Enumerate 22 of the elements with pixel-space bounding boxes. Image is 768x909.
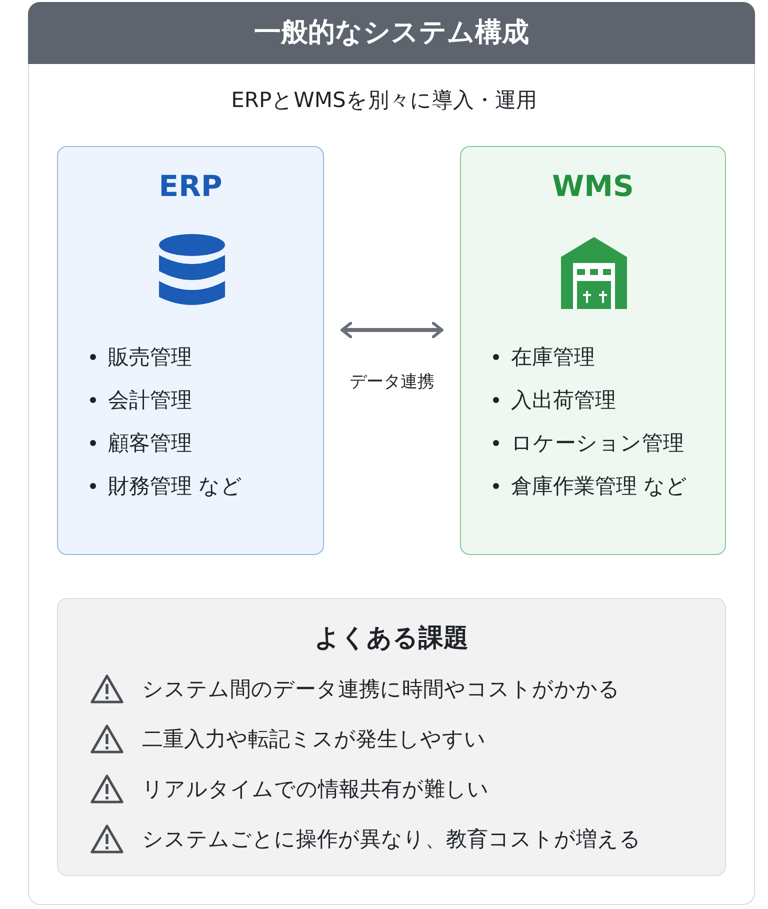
issue-item: リアルタイムでの情報共有が難しい bbox=[142, 776, 489, 803]
list-item: 販売管理 bbox=[108, 344, 192, 371]
box-heading: ERP bbox=[158, 169, 224, 203]
list-item: 在庫管理 bbox=[511, 344, 595, 371]
system-box bbox=[57, 146, 324, 555]
issues-panel bbox=[57, 598, 726, 876]
edge-label: データ連携 bbox=[348, 371, 436, 393]
list-item: 財務管理 など bbox=[108, 473, 243, 500]
list-item: 顧客管理 bbox=[108, 430, 192, 457]
list-item: 入出荷管理 bbox=[511, 387, 616, 414]
subtitle: ERPとWMSを別々に導入・運用 bbox=[230, 87, 538, 114]
double-arrow bbox=[340, 322, 444, 338]
title-bar: 一般的なシステム構成 bbox=[28, 2, 755, 64]
system-box bbox=[460, 146, 726, 555]
issue-item: 二重入力や転記ミスが発生しやすい bbox=[142, 726, 486, 753]
box-heading: WMS bbox=[551, 169, 635, 203]
list-item: 会計管理 bbox=[108, 387, 192, 414]
panel-heading: よくある課題 bbox=[314, 622, 470, 654]
issue-item: システム間のデータ連携に時間やコストがかかる bbox=[142, 676, 620, 703]
issue-item: システムごとに操作が異なり、教育コストが増える bbox=[142, 826, 641, 853]
list-item: ロケーション管理 bbox=[511, 430, 684, 457]
list-item: 倉庫作業管理 など bbox=[511, 473, 688, 500]
